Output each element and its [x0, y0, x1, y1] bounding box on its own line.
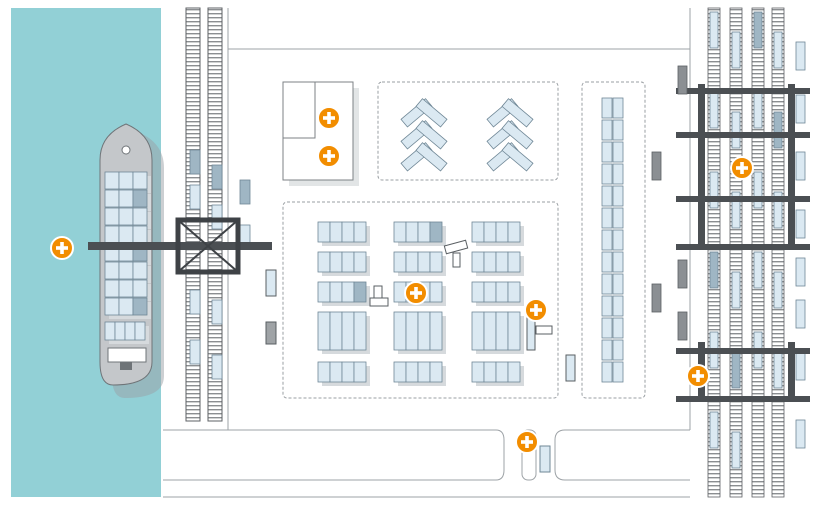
plus-icon[interactable] — [317, 144, 341, 168]
road-network — [163, 8, 691, 498]
office-building — [282, 81, 359, 186]
empty-container-depot — [377, 81, 559, 181]
plus-icon[interactable] — [404, 281, 428, 305]
plus-icon[interactable] — [524, 298, 548, 322]
reefer-stack — [581, 81, 646, 399]
plus-icon[interactable] — [730, 156, 754, 180]
quay-crane — [88, 217, 272, 275]
rail-terminal — [651, 7, 810, 498]
plus-icon[interactable] — [317, 106, 341, 130]
quay-containers — [189, 149, 277, 380]
plus-icon[interactable] — [686, 364, 710, 388]
plus-icon[interactable] — [515, 430, 539, 454]
container-yard — [265, 201, 576, 399]
container-ship — [99, 123, 164, 398]
plus-icon[interactable] — [50, 236, 74, 260]
gate-trucks — [539, 445, 551, 473]
quay-rail-tracks — [185, 7, 223, 422]
